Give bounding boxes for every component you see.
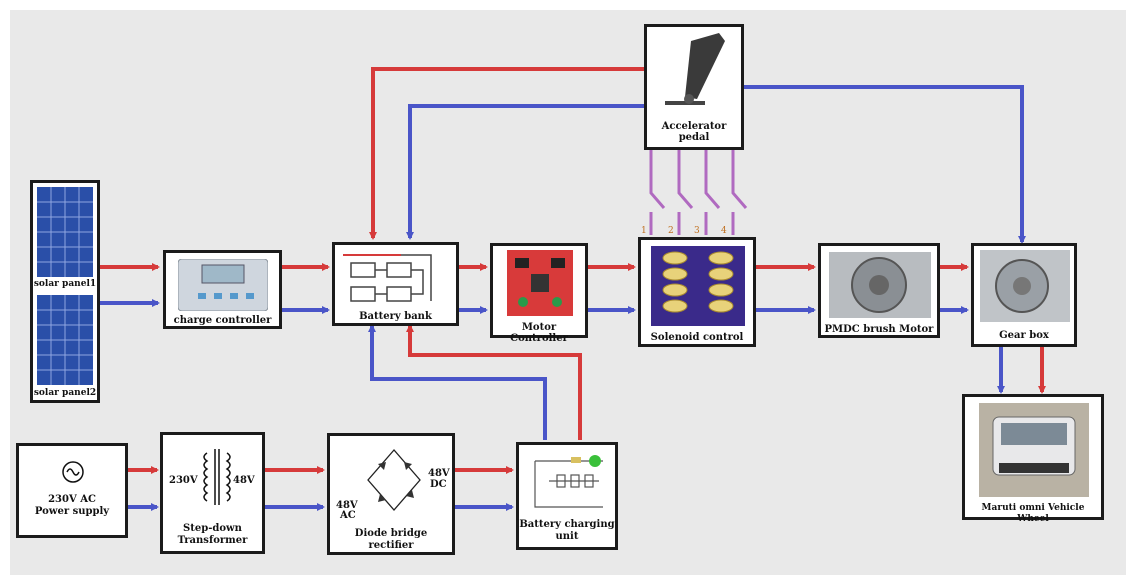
solenoid-image xyxy=(651,246,745,326)
wire-neg-chg-bank xyxy=(368,324,547,440)
vehicle-label: Maruti omni Vehicle Wheel xyxy=(981,503,1085,524)
charging-label-2: unit xyxy=(555,531,579,542)
accelerator-pedal-block: Accelerator pedal xyxy=(644,24,744,150)
switch-line-2 xyxy=(677,148,694,235)
solar-panel-2-label: solar panel2 xyxy=(33,388,97,398)
battery-charging-block: Battery charging unit xyxy=(516,442,618,550)
wire-neg-pedal-gear xyxy=(744,85,1026,244)
diode-bridge-icon xyxy=(367,449,421,511)
wire-pos-pedal-bank xyxy=(369,67,646,240)
wire-neg-pedal-bank xyxy=(406,104,646,240)
switch-label-3: 3 xyxy=(694,226,700,236)
charge-controller-label: charge controller xyxy=(173,315,272,326)
rect-output-volt: 48V xyxy=(428,468,450,479)
switch-label-4: 4 xyxy=(721,226,727,236)
solar-panel-2-image xyxy=(37,295,93,385)
switch-line-4 xyxy=(731,148,748,235)
solar-panel-1-label: solar panel1 xyxy=(33,279,97,289)
battery-bank-label: Battery bank xyxy=(359,311,432,322)
switch-line-1 xyxy=(649,148,666,235)
accelerator-label-1: Accelerator xyxy=(661,121,727,132)
charging-circuit-icon xyxy=(534,455,603,508)
solar-panel-block: solar panel1 solar panel2 xyxy=(30,180,100,403)
charging-label-1: Battery charging xyxy=(519,519,615,530)
gear-box-label: Gear box xyxy=(999,330,1049,341)
gear-box-image xyxy=(980,250,1070,322)
transformer-primary-label: 230V xyxy=(169,475,198,486)
motor-controller-block: Motor Controller xyxy=(490,243,588,344)
power-supply-label-2: Power supply xyxy=(34,506,110,517)
rectifier-block: 48V AC 48V DC Diode bridge rectifier xyxy=(327,433,455,555)
rectifier-label-2: rectifier xyxy=(368,540,414,551)
solar-panel-1-image xyxy=(37,187,93,277)
switch-label-2: 2 xyxy=(668,226,674,236)
pedal-image xyxy=(665,33,725,105)
power-supply-label-1: 230V AC xyxy=(48,494,96,505)
rect-input-type: AC xyxy=(340,510,356,521)
power-supply-block: 230V AC Power supply xyxy=(16,443,128,538)
transformer-label-2: Transformer xyxy=(177,535,248,546)
ac-source-icon xyxy=(62,461,84,483)
switch-line-3 xyxy=(704,148,721,235)
battery-bank-image xyxy=(343,254,432,302)
transformer-coil-icon xyxy=(203,449,231,505)
pmdc-motor-label: PMDC brush Motor xyxy=(824,324,934,335)
transformer-secondary-label: 48V xyxy=(233,475,255,486)
switch-label-1: 1 xyxy=(641,226,647,236)
gear-box-block: Gear box xyxy=(971,243,1077,347)
vehicle-image xyxy=(979,403,1089,497)
transformer-block: 230V 48V Step-down Transformer xyxy=(160,432,265,554)
solenoid-label: Solenoid control xyxy=(650,332,744,343)
rect-output-type: DC xyxy=(430,479,447,490)
wire-pos-chg-bank xyxy=(406,324,582,440)
rect-input-volt: 48V xyxy=(336,500,358,511)
transformer-label-1: Step-down xyxy=(183,523,242,534)
accelerator-label-2: pedal xyxy=(678,132,710,143)
charge-controller-image xyxy=(178,259,268,311)
vehicle-wheel-block: Maruti omni Vehicle Wheel xyxy=(962,394,1104,524)
rectifier-label-1: Diode bridge xyxy=(354,528,428,539)
motor-controller-image xyxy=(507,250,573,316)
solenoid-control-block: Solenoid control xyxy=(638,237,756,347)
charge-controller-block: charge controller xyxy=(163,250,282,329)
pmdc-motor-image xyxy=(829,252,931,318)
battery-bank-block: Battery bank xyxy=(332,242,459,326)
motor-controller-label: Motor Controller xyxy=(510,322,568,344)
pmdc-motor-block: PMDC brush Motor xyxy=(818,243,940,338)
